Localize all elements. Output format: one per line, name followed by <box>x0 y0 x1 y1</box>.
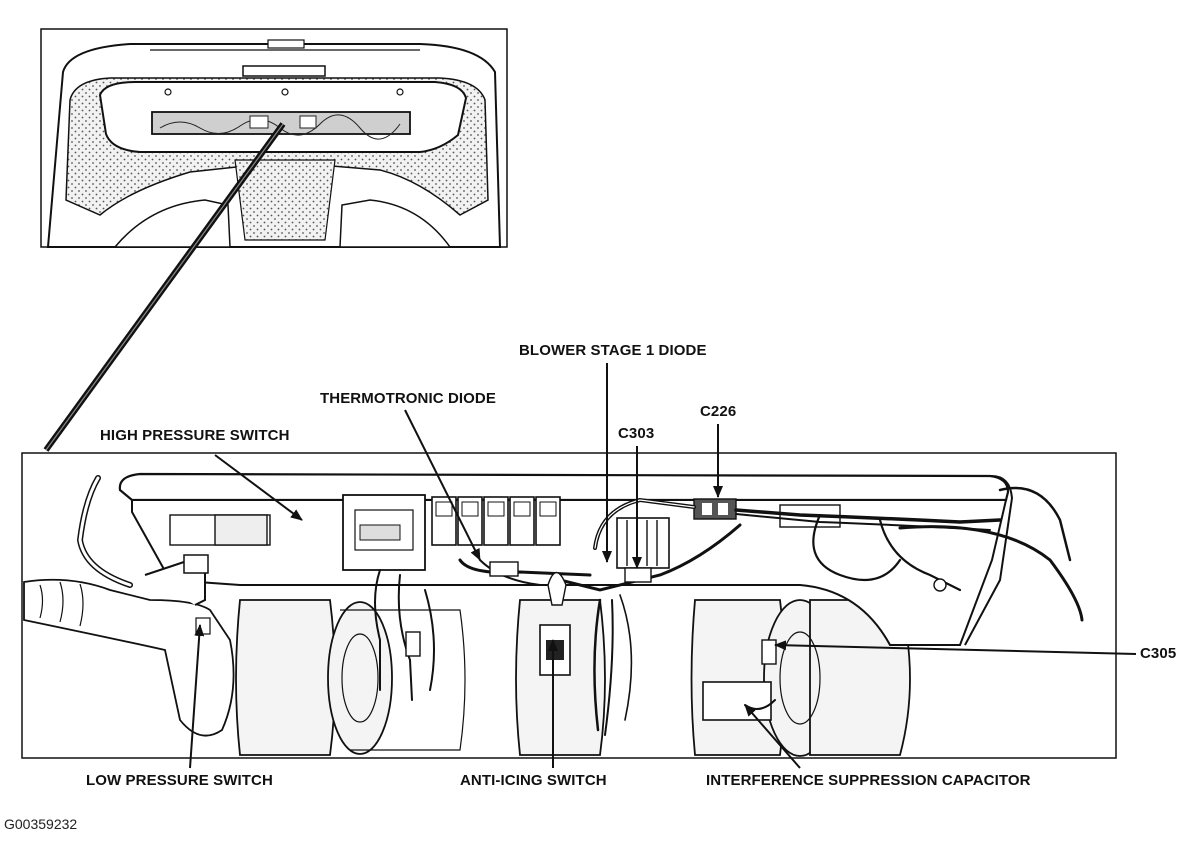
label-c305: C305 <box>1140 645 1177 662</box>
label-interference-suppression-capacitor: INTERFERENCE SUPPRESSION CAPACITOR <box>706 772 1031 789</box>
capacitor-body <box>702 681 772 721</box>
label-c303: C303 <box>618 425 655 442</box>
leader-thermotronic-diode <box>404 409 481 561</box>
detail-view <box>21 452 1117 759</box>
leader-interference-suppression-capacitor <box>744 704 801 769</box>
figure-id: G00359232 <box>4 816 78 832</box>
label-thermotronic-diode: THERMOTRONIC DIODE <box>320 390 496 407</box>
leader-high-pressure-switch <box>214 454 303 521</box>
label-high-pressure-switch: HIGH PRESSURE SWITCH <box>100 427 290 444</box>
leader-c305 <box>774 640 1137 655</box>
leader-low-pressure-switch <box>189 624 205 769</box>
label-anti-icing-switch: ANTI-ICING SWITCH <box>460 772 607 789</box>
label-c226: C226 <box>700 403 737 420</box>
label-blower-stage-1-diode: BLOWER STAGE 1 DIODE <box>519 342 707 359</box>
label-low-pressure-switch: LOW PRESSURE SWITCH <box>86 772 273 789</box>
callout-leaders <box>189 363 1137 769</box>
